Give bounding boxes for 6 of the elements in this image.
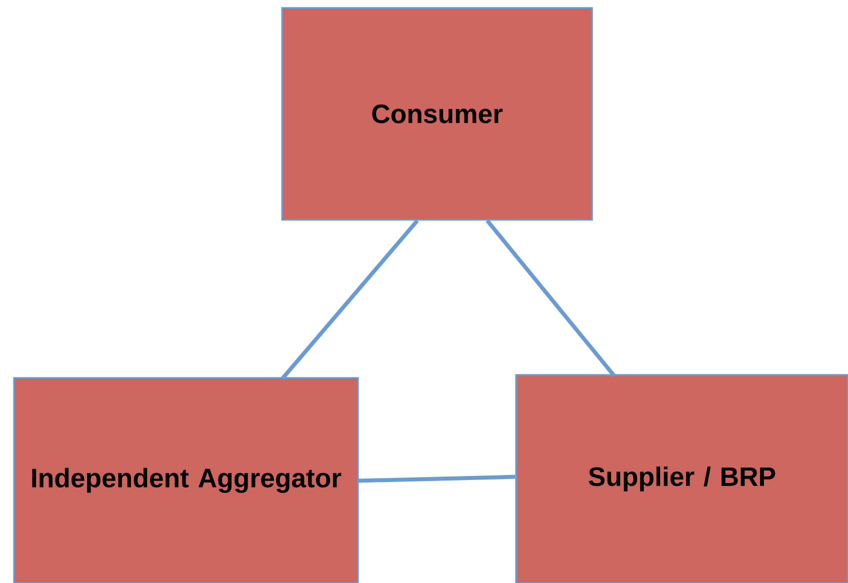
process-box: Consumer (281, 7, 593, 221)
connector-line (486, 219, 616, 378)
process-box: Supplier / BRP (515, 374, 848, 583)
connector-line (357, 474, 516, 483)
process-box: Independent Aggregator (13, 377, 359, 583)
connector-line (280, 219, 419, 380)
